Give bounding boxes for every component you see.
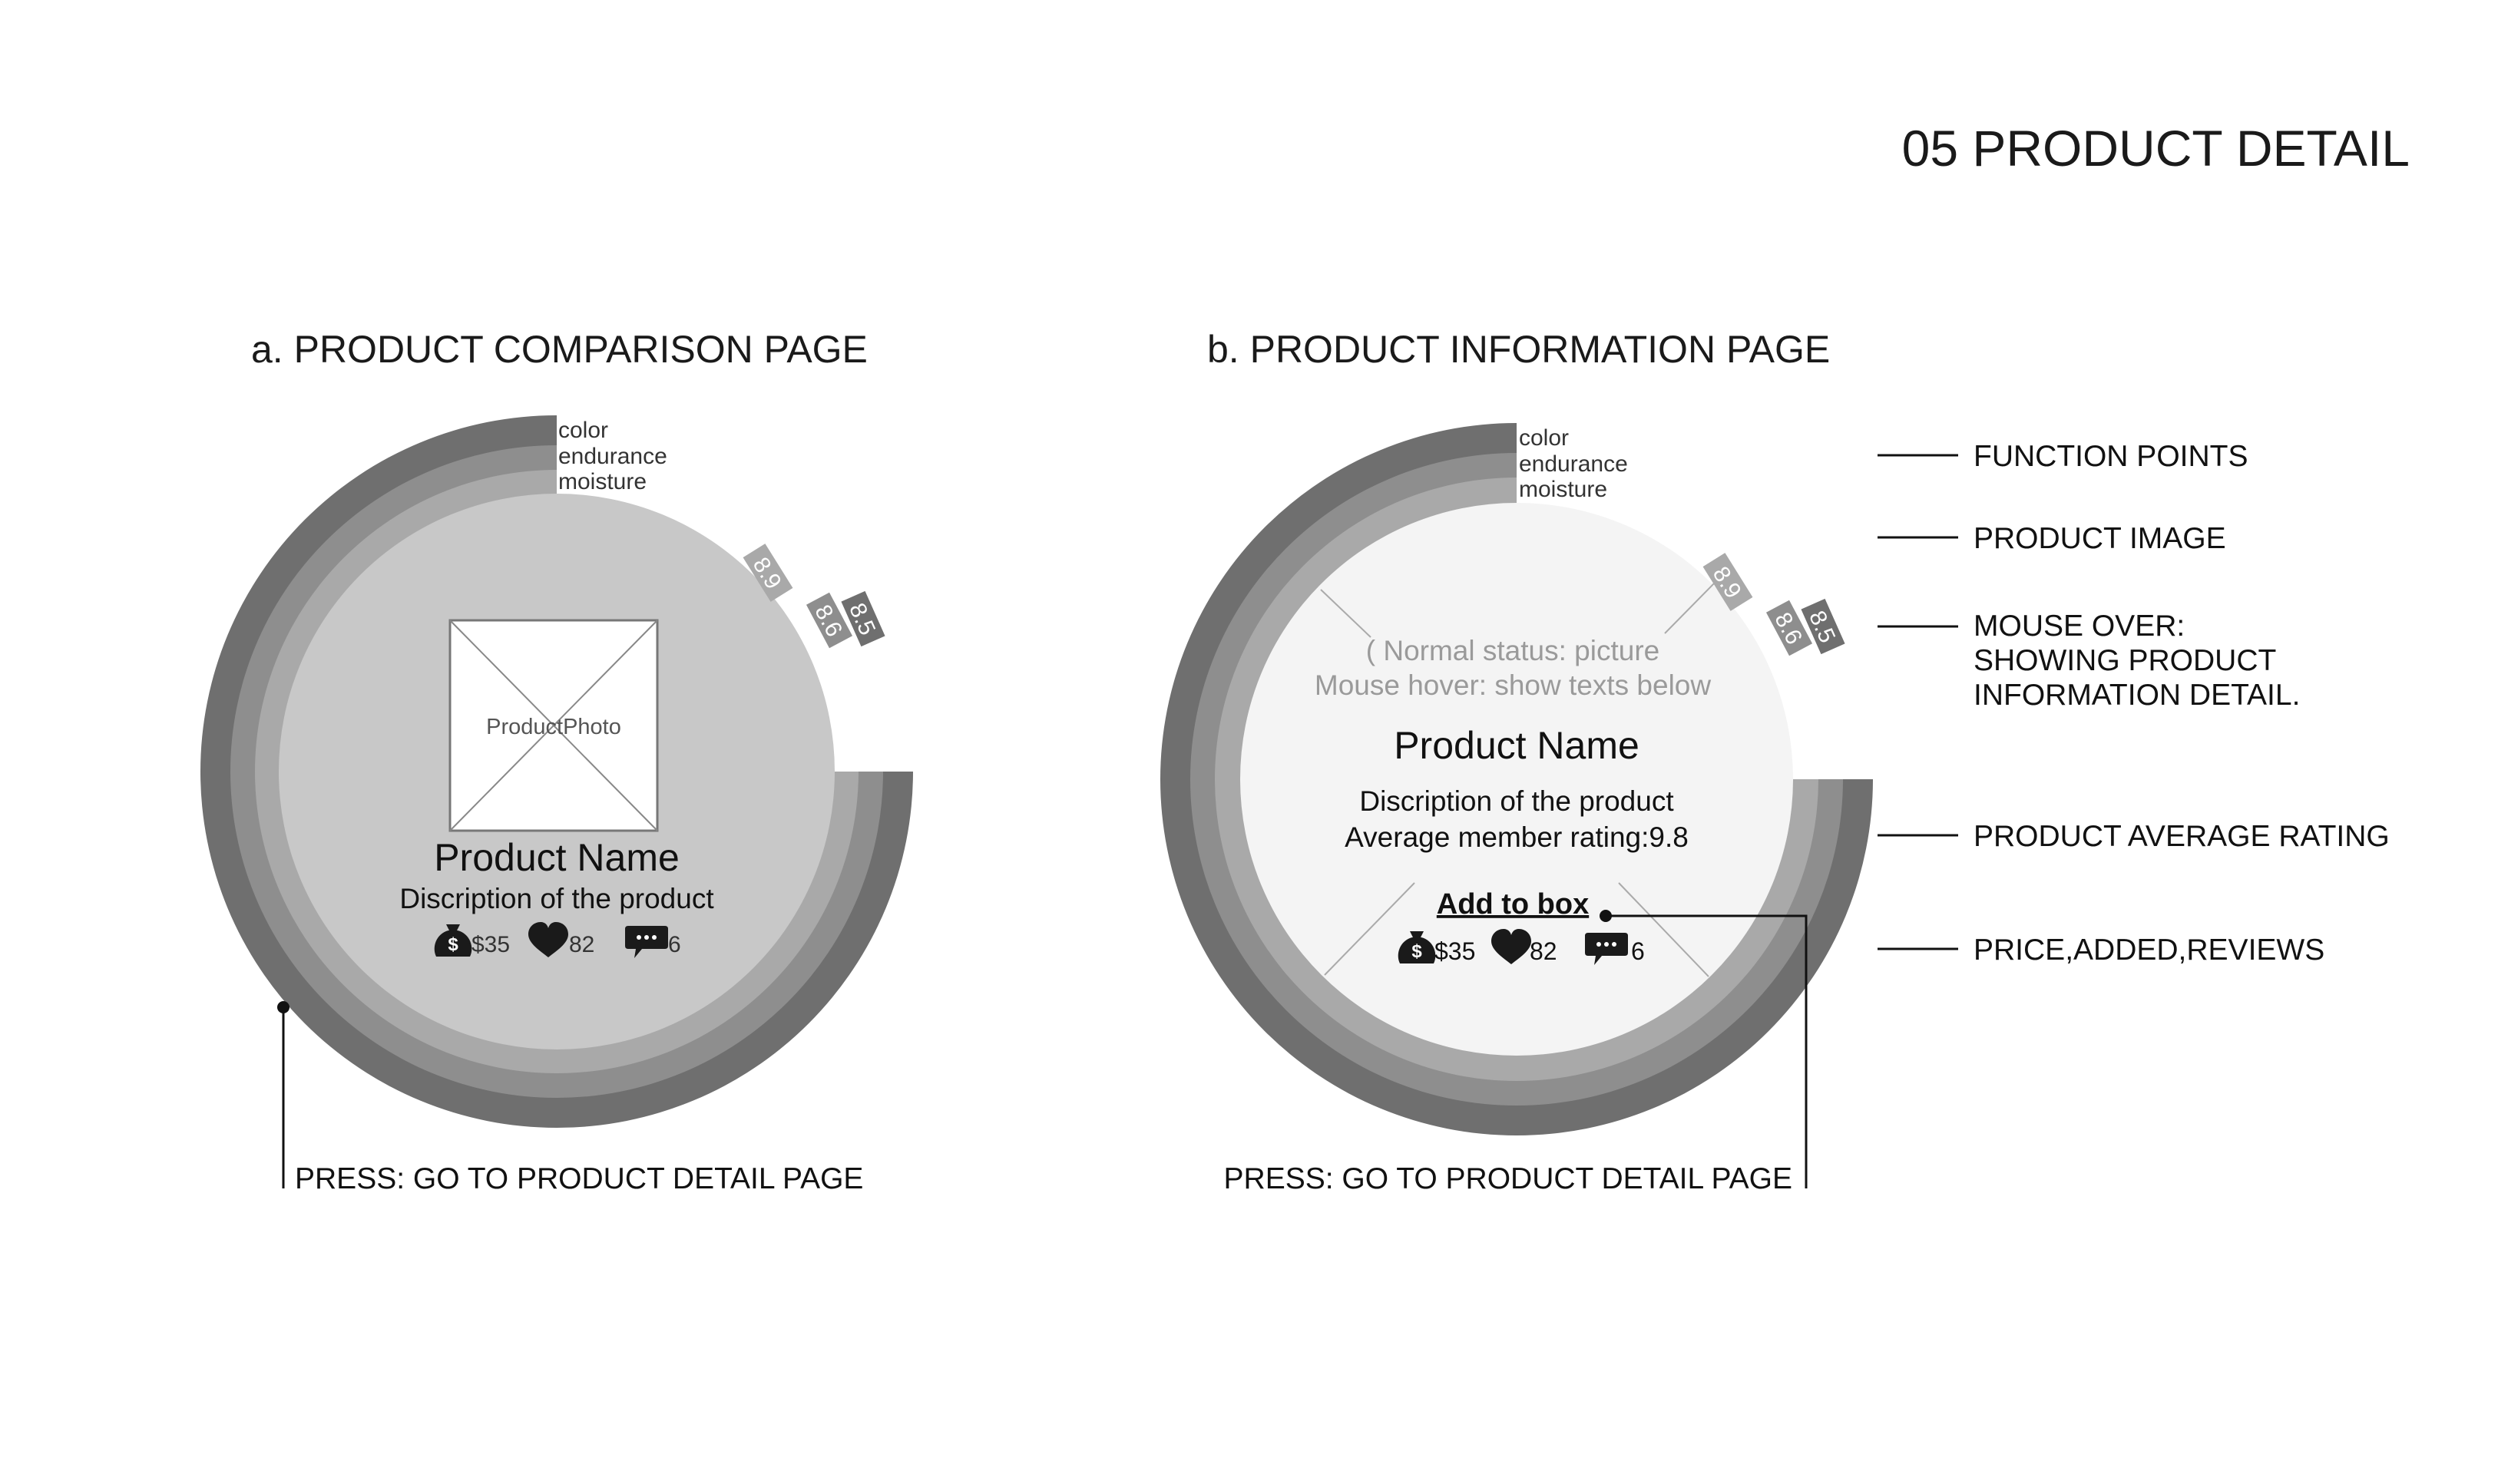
status-note-line1: ( Normal status: picture	[1366, 635, 1659, 666]
status-note-line2: Mouse hover: show texts below	[1315, 669, 1711, 701]
product-photo-placeholder: ProductPhoto	[448, 619, 659, 832]
function-label-color: color	[558, 418, 608, 443]
annotation-price-added-reviews: PRICE,ADDED,REVIEWS	[1974, 934, 2324, 967]
picture-placeholder-lines	[1320, 583, 1715, 977]
average-rating: Average member rating:9.8	[1345, 821, 1689, 853]
press-note-a: PRESS: GO TO PRODUCT DETAIL PAGE	[295, 1162, 863, 1195]
annotation-function-points: FUNCTION POINTS	[1974, 440, 2248, 473]
reviews-count: 6	[1631, 937, 1645, 965]
annotation-list	[1878, 454, 1958, 950]
leader-press-b	[1606, 914, 1808, 1188]
product-comparison-card[interactable]: 8.9 8.6 8.5 color endurance moisture Pro…	[200, 415, 913, 1128]
leader-dot-press-b	[1600, 910, 1612, 922]
add-to-box-button[interactable]: Add to box	[1437, 888, 1589, 920]
likes-count: 82	[1530, 937, 1557, 965]
product-name: Product Name	[434, 836, 680, 879]
annotation-mouse-over-1: MOUSE OVER:	[1974, 610, 2185, 643]
function-label-color: color	[1519, 425, 1569, 451]
annotation-average-rating: PRODUCT AVERAGE RATING	[1974, 820, 2390, 853]
photo-label: ProductPhoto	[486, 715, 621, 739]
section-a-title: a. PRODUCT COMPARISON PAGE	[251, 328, 868, 371]
product-disc	[1240, 503, 1793, 1056]
leader-dot-press-a	[277, 1001, 290, 1013]
product-description: Discription of the product	[1359, 785, 1674, 817]
annotation-mouse-over-2: SHOWING PRODUCT	[1974, 644, 2276, 677]
reviews-count: 6	[668, 932, 681, 957]
price-value: $35	[1434, 937, 1475, 965]
function-label-endurance: endurance	[1519, 451, 1628, 477]
price-value: $35	[471, 932, 510, 957]
annotation-product-image: PRODUCT IMAGE	[1974, 522, 2226, 555]
annotation-mouse-over-3: INFORMATION DETAIL.	[1974, 679, 2300, 712]
function-label-moisture: moisture	[558, 469, 647, 494]
press-note-b: PRESS: GO TO PRODUCT DETAIL PAGE	[1224, 1162, 1792, 1195]
function-label-endurance: endurance	[558, 444, 667, 469]
product-information-card[interactable]: 8.9 8.6 8.5 color endurance moisture ( N…	[1160, 423, 1873, 1135]
product-name: Product Name	[1394, 724, 1639, 767]
likes-count: 82	[569, 932, 594, 957]
section-b-title: b. PRODUCT INFORMATION PAGE	[1207, 328, 1830, 371]
product-description: Discription of the product	[399, 883, 714, 914]
function-label-moisture: moisture	[1519, 477, 1607, 502]
page-title: 05 PRODUCT DETAIL	[1902, 120, 2410, 177]
